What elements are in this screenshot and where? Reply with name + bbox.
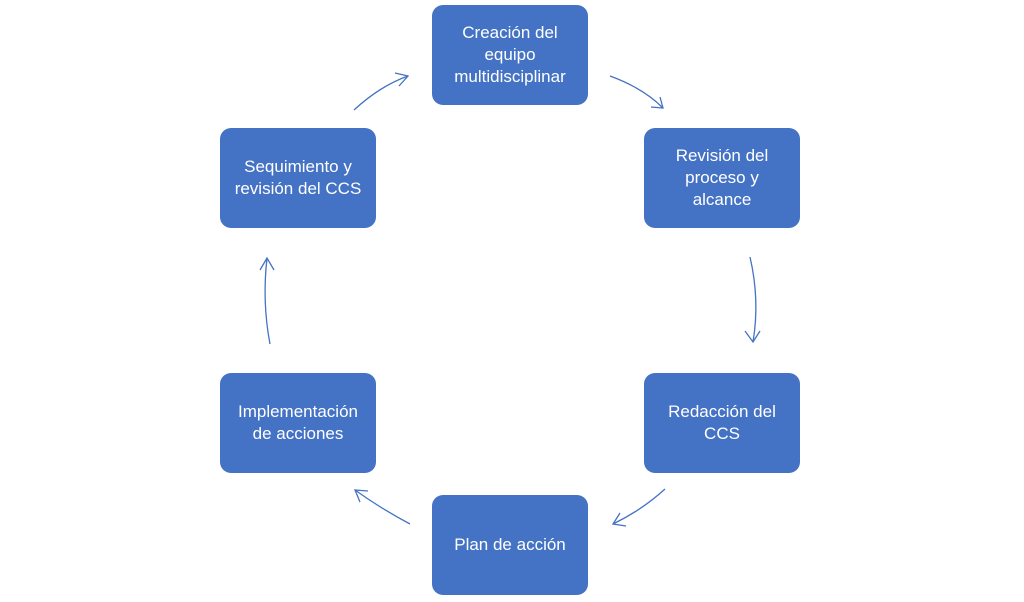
step-revision-proceso: Revisión del proceso y alcance: [644, 128, 800, 228]
arrow-revision-to-redaccion: [744, 256, 761, 344]
arrow-creacion-to-revision: [609, 75, 664, 109]
step-plan-accion: Plan de acción: [432, 495, 588, 595]
step-creacion-equipo: Creación del equipo multidisciplinar: [432, 5, 588, 105]
step-label: Redacción del CCS: [668, 402, 776, 443]
step-seguimiento-revision: Sequimiento y revisión del CCS: [220, 128, 376, 228]
arrow-plan-to-implementacion: [353, 489, 411, 525]
step-label: Creación del equipo multidisciplinar: [454, 23, 566, 86]
step-label: Revisión del proceso y alcance: [675, 146, 769, 209]
step-implementacion-acciones: Implementación de acciones: [220, 373, 376, 473]
step-label: Plan de acción: [454, 535, 566, 554]
step-label: Implementación de acciones: [237, 402, 358, 443]
step-redaccion-ccs: Redacción del CCS: [644, 373, 800, 473]
arrow-redaccion-to-plan: [611, 488, 666, 527]
arrow-implementacion-to-seguimiento: [259, 256, 275, 345]
arrow-seguimiento-to-creacion: [353, 72, 410, 111]
step-label: Sequimiento y revisión del CCS: [234, 157, 362, 198]
